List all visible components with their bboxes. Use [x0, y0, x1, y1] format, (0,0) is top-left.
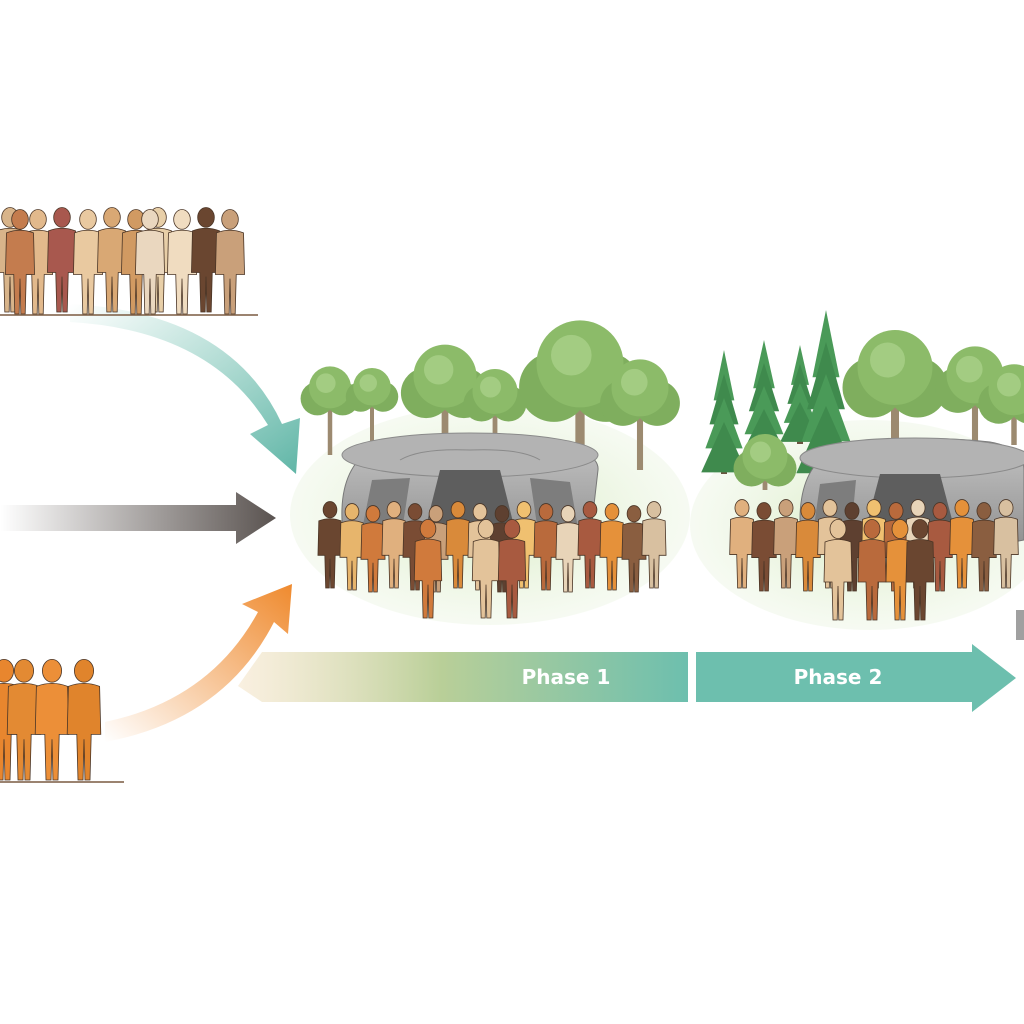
crowd-phase-2 [729, 499, 1019, 621]
deciduous-tree [300, 366, 360, 455]
person-figure [191, 207, 221, 313]
person-figure [471, 519, 501, 619]
person-figure [445, 501, 471, 589]
person-figure [34, 658, 70, 781]
phase-2-arrow [696, 644, 1016, 712]
brown-straight-arrow [0, 492, 276, 544]
settlement-phase-2 [690, 310, 1024, 640]
deciduous-tree [842, 330, 948, 450]
deciduous-tree [600, 359, 680, 470]
orange-curved-arrow [105, 584, 292, 742]
person-figure [949, 499, 975, 589]
person-figure [795, 502, 821, 592]
mixed-conifer-forest [701, 310, 1024, 490]
deciduous-tree [463, 369, 527, 445]
source-group-bottom [0, 658, 102, 781]
person-figure [360, 505, 386, 593]
person-figure [857, 519, 887, 621]
person-figure [167, 209, 197, 315]
deciduous-forest [300, 320, 680, 470]
person-figure [97, 207, 127, 313]
person-figure [993, 499, 1019, 589]
settlement-phase-1 [290, 320, 690, 625]
person-figure [729, 499, 755, 589]
phase-1-label: Phase 1 [522, 665, 611, 689]
grey-marker [1016, 610, 1024, 640]
crowd-phase-1 [317, 501, 667, 619]
phase-1-bar [238, 652, 688, 702]
person-figure [66, 658, 102, 781]
timeline: Phase 1 Phase 2 [238, 644, 1016, 712]
person-figure [773, 499, 799, 589]
incoming-arrows [0, 304, 300, 742]
person-figure [577, 501, 603, 589]
conifer-tree [701, 350, 747, 474]
person-figure [5, 209, 35, 315]
person-figure [381, 501, 407, 589]
person-figure [599, 503, 625, 591]
deciduous-tree [733, 434, 797, 490]
person-figure [135, 209, 165, 315]
teal-curved-arrow [70, 304, 300, 474]
person-figure [497, 519, 527, 619]
source-group-top [0, 207, 245, 315]
person-figure [533, 503, 559, 591]
person-figure [971, 502, 997, 592]
person-figure [927, 502, 953, 592]
person-figure [47, 207, 77, 313]
person-figure [339, 503, 365, 591]
deciduous-tree [978, 364, 1024, 445]
person-figure [641, 501, 667, 589]
person-figure [317, 501, 343, 589]
deciduous-tree [345, 368, 399, 448]
person-figure [215, 209, 245, 315]
phase-2-label: Phase 2 [794, 665, 883, 689]
person-figure [73, 209, 103, 315]
person-figure [905, 519, 935, 621]
person-figure [413, 519, 443, 619]
person-figure [823, 519, 853, 621]
